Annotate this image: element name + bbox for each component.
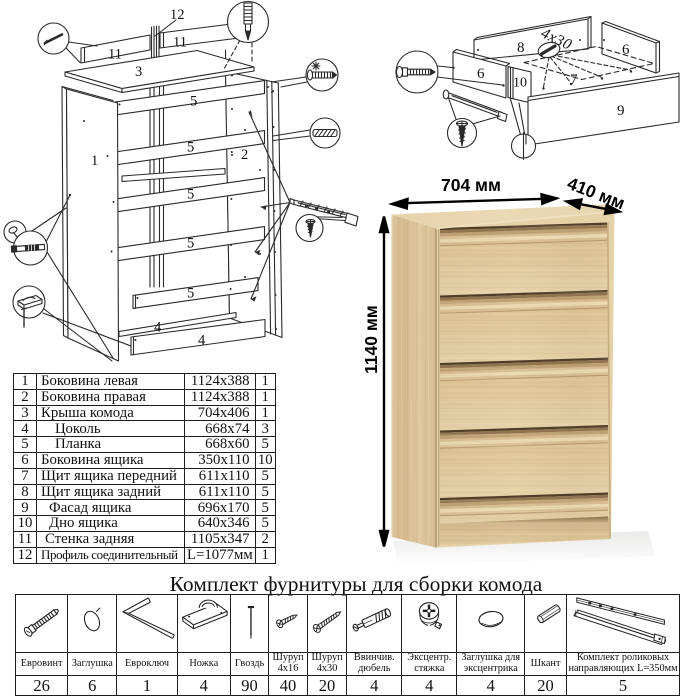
- svg-text:1: 1: [91, 153, 98, 169]
- svg-text:12: 12: [170, 7, 185, 23]
- svg-text:5: 5: [187, 140, 194, 156]
- svg-text:5: 5: [187, 286, 194, 302]
- svg-text:5: 5: [190, 94, 197, 110]
- svg-text:2: 2: [241, 147, 248, 163]
- svg-text:4: 4: [154, 320, 162, 336]
- svg-text:11: 11: [108, 47, 122, 63]
- svg-text:704 мм: 704 мм: [441, 175, 501, 195]
- svg-text:4: 4: [198, 333, 206, 349]
- svg-text:11: 11: [173, 35, 187, 51]
- svg-text:8: 8: [517, 40, 525, 56]
- svg-text:1140 мм: 1140 мм: [361, 305, 381, 374]
- svg-text:3: 3: [135, 64, 142, 80]
- svg-text:7: 7: [570, 72, 578, 88]
- svg-text:5: 5: [187, 187, 194, 203]
- svg-text:9: 9: [617, 103, 625, 119]
- svg-text:6: 6: [622, 42, 630, 58]
- svg-text:5: 5: [187, 236, 194, 252]
- svg-text:10: 10: [513, 76, 527, 91]
- svg-text:6: 6: [477, 66, 485, 82]
